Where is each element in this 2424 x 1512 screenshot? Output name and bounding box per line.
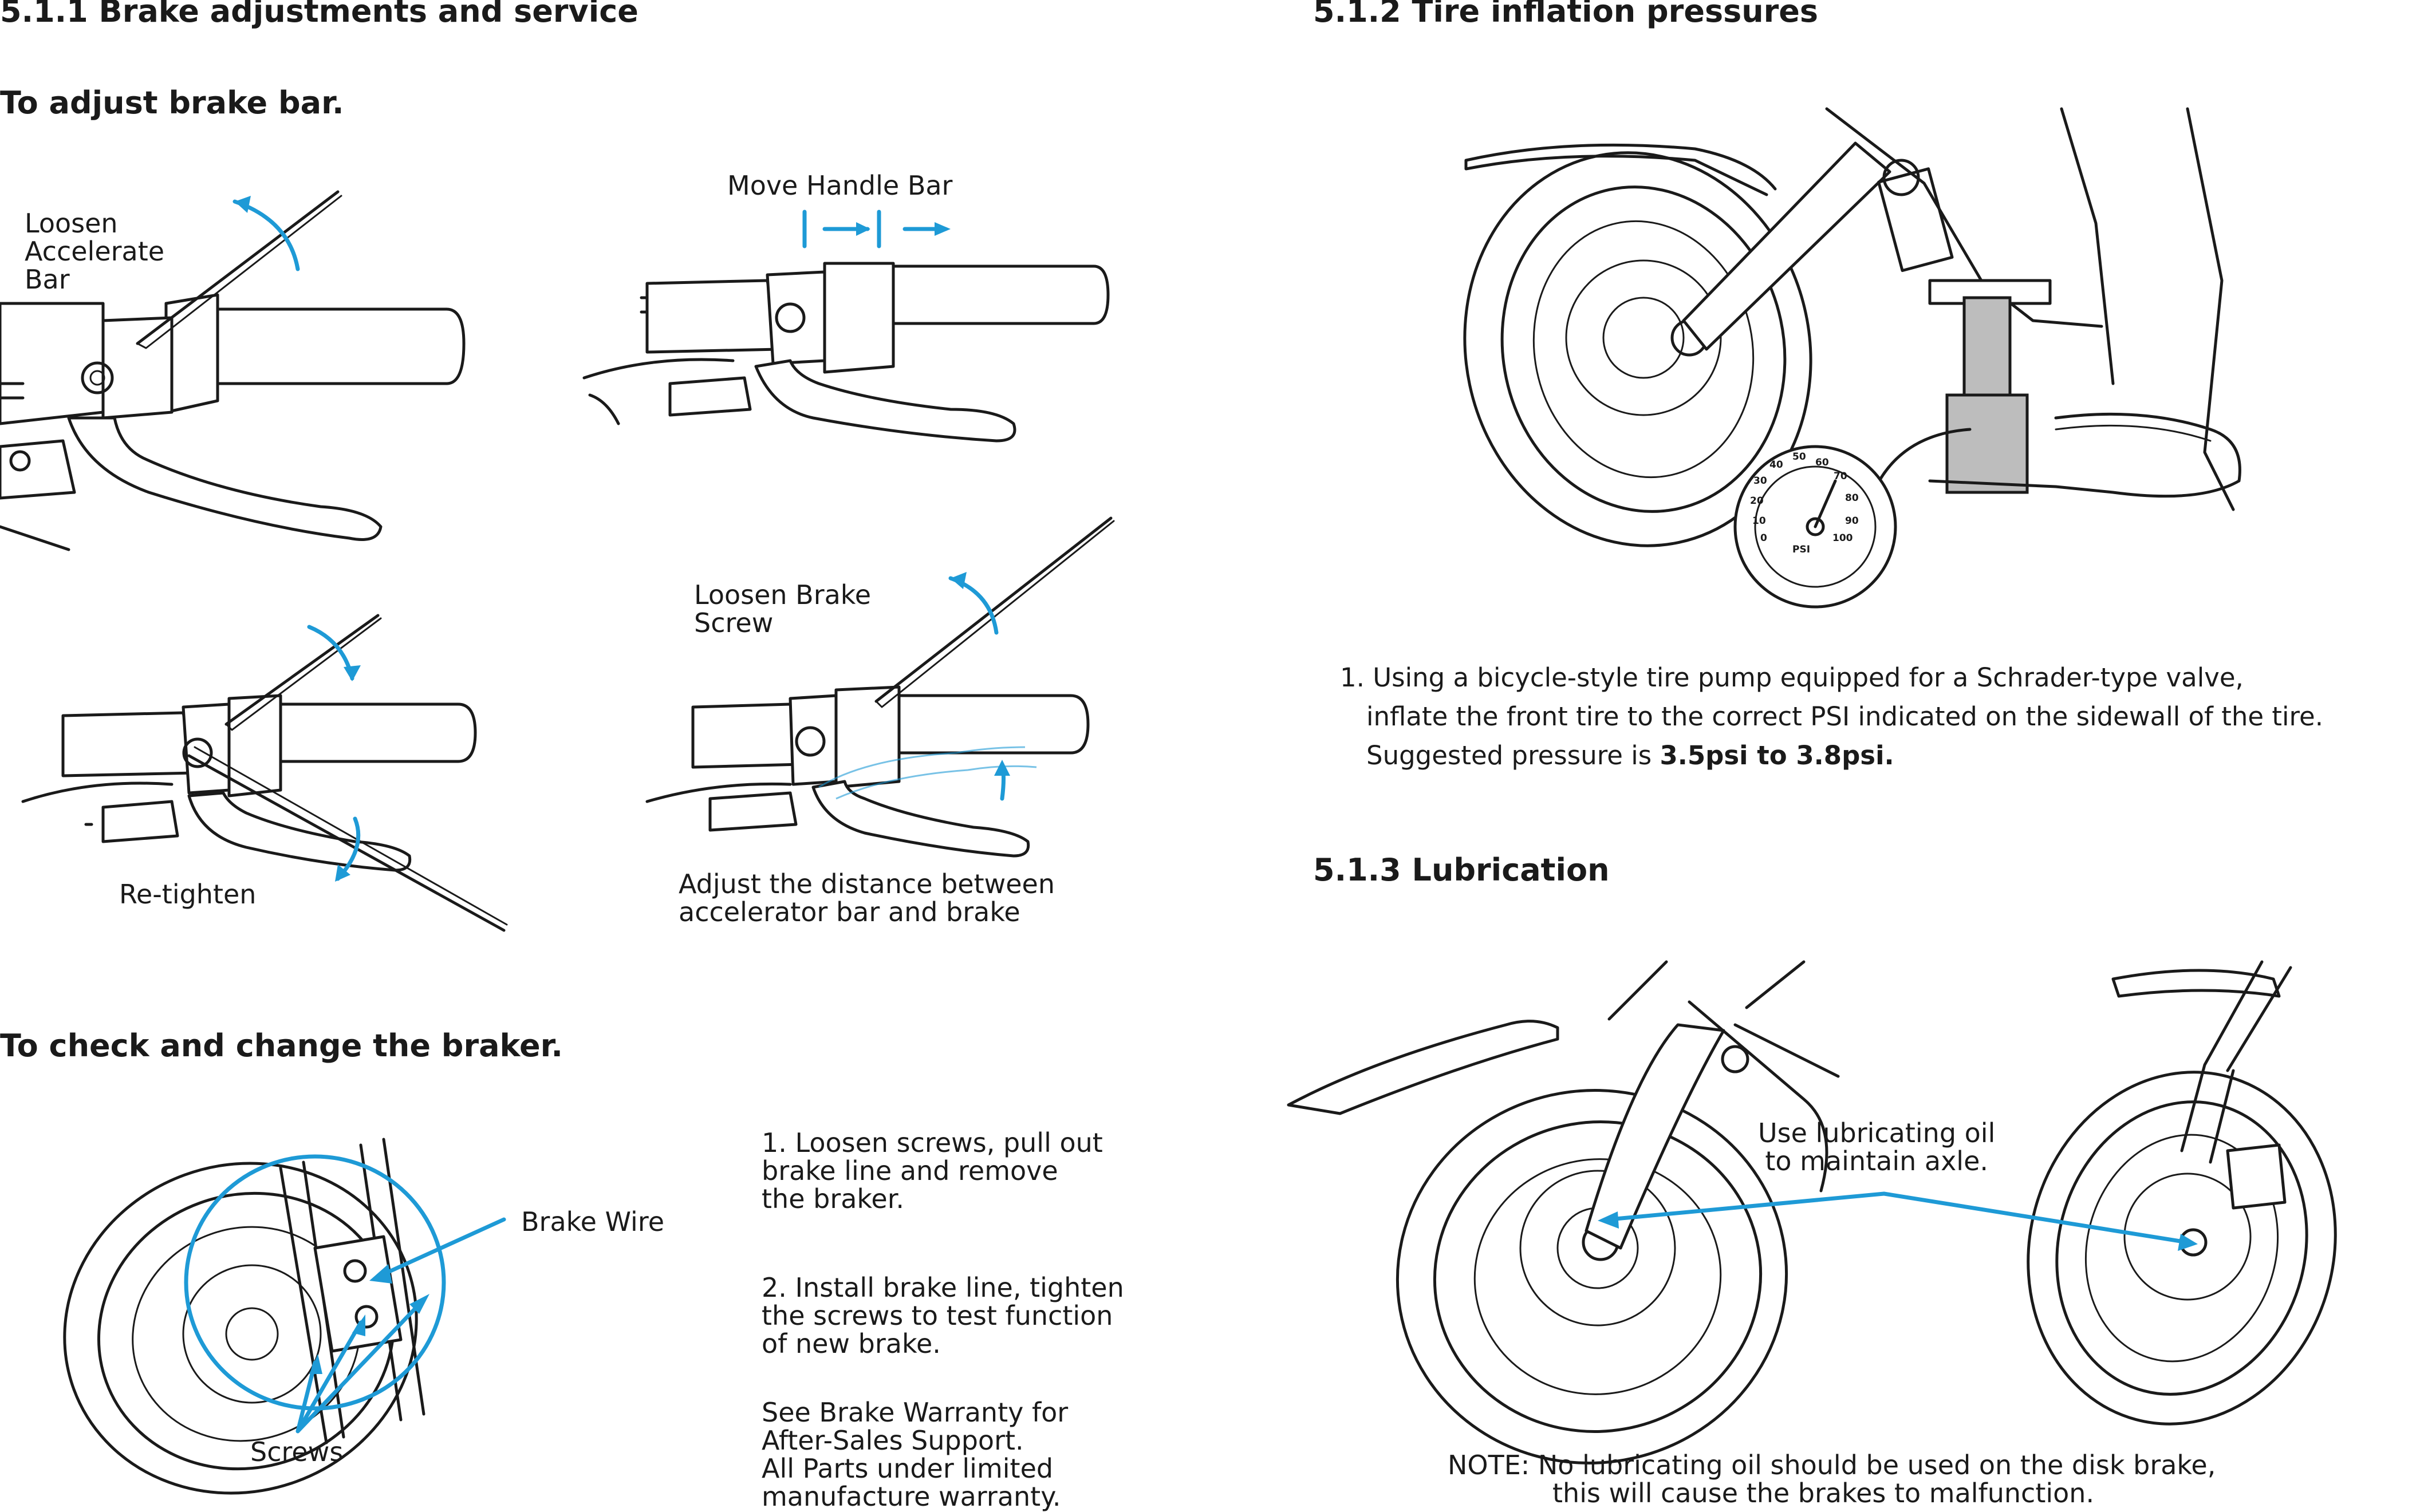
gauge-tick: 0 (1760, 532, 1767, 544)
note-line: NOTE: No lubricating oil should be used … (1448, 1450, 2216, 1481)
step-line: manufacture warranty. (762, 1481, 1061, 1512)
step-install-brake: 2. Install brake line, tighten the screw… (762, 1274, 1124, 1358)
tire-inflation-step: 1. Using a bicycle-style tire pump equip… (1340, 658, 2323, 775)
note-line: this will cause the brakes to malfunctio… (1552, 1478, 2095, 1509)
label-screws: Screws (250, 1436, 344, 1467)
label-loosen-brake-screw: Loosen Brake Screw (694, 581, 871, 637)
label-re-tighten: Re-tighten (119, 879, 257, 910)
label-line: Use lubricating oil (1758, 1118, 1996, 1148)
section-title-tire: 5.1.2 Tire inflation pressures (1313, 0, 1819, 29)
subtitle-adjust-brake: To adjust brake bar. (0, 85, 344, 121)
step-line: 1. Using a bicycle-style tire pump equip… (1340, 662, 2244, 693)
step-line: inflate the front tire to the correct PS… (1366, 701, 2323, 732)
step-line: 2. Install brake line, tighten (762, 1272, 1124, 1303)
step-remove-braker: 1. Loosen screws, pull out brake line an… (762, 1129, 1103, 1213)
label-line: to maintain axle. (1765, 1146, 1988, 1177)
gauge-unit: PSI (1792, 544, 1811, 555)
gauge-tick: 30 (1753, 475, 1767, 487)
step-line: the braker. (762, 1183, 905, 1214)
lever-illustration-loosen-screw (645, 516, 1115, 858)
section-title-lubrication: 5.1.3 Lubrication (1313, 852, 1610, 888)
label-line: accelerator bar and brake (679, 897, 1020, 927)
lever-illustration-move (582, 210, 1110, 443)
suggested-pressure: 3.5psi to 3.8psi. (1660, 740, 1894, 771)
section-title-brake: 5.1.1 Brake adjustments and service (0, 0, 638, 29)
gauge-tick: 100 (1832, 532, 1853, 544)
lever-illustration-loosen (0, 190, 466, 551)
step-line: brake line and remove (762, 1155, 1058, 1186)
step-line: the screws to test function (762, 1300, 1113, 1331)
step-line: of new brake. (762, 1328, 941, 1359)
gauge-tick: 20 (1750, 495, 1764, 507)
step-line: 1. Loosen screws, pull out (762, 1127, 1103, 1158)
label-brake-wire: Brake Wire (521, 1206, 665, 1237)
label-line: Accelerate (25, 236, 165, 267)
lubrication-illustration (1287, 960, 2337, 1464)
label-line: Loosen (25, 208, 118, 239)
pressure-gauge-labels: 0 10 20 30 40 50 60 70 80 90 100 PSI (1741, 447, 1901, 584)
tire-pump-illustration (1463, 107, 2241, 609)
label-lubricating-oil: Use lubricating oil to maintain axle. (1758, 1119, 1995, 1175)
gauge-tick: 80 (1845, 492, 1859, 504)
brake-caliper-illustration (63, 1138, 506, 1495)
gauge-tick: 70 (1834, 471, 1847, 482)
gauge-tick: 40 (1769, 459, 1783, 471)
gauge-tick: 60 (1815, 457, 1829, 468)
step-line-suggested: Suggested pressure is 3.5psi to 3.8psi. (1340, 736, 2323, 775)
step-line: All Parts under limited (762, 1453, 1054, 1484)
lever-illustration-retighten (21, 614, 508, 932)
step-line: After-Sales Support. (762, 1425, 1024, 1456)
label-adjust-distance: Adjust the distance between accelerator … (679, 870, 1055, 926)
subtitle-check-braker: To check and change the braker. (0, 1028, 563, 1064)
label-move-handle-bar: Move Handle Bar (727, 170, 953, 201)
label-line: Screw (694, 607, 774, 638)
label-line: Adjust the distance between (679, 868, 1055, 899)
label-line: Loosen Brake (694, 579, 872, 610)
gauge-tick: 10 (1752, 515, 1766, 527)
gauge-tick: 50 (1792, 451, 1806, 463)
gauge-tick: 90 (1845, 515, 1859, 527)
label-loosen-accelerate-bar: Loosen Accelerate Bar (25, 210, 164, 294)
label-line: Bar (25, 264, 70, 295)
step-line: See Brake Warranty for (762, 1397, 1069, 1428)
suggested-text: Suggested pressure is (1366, 740, 1660, 771)
lubrication-note: NOTE: No lubricating oil should be used … (1448, 1451, 2216, 1507)
warranty-note: See Brake Warranty for After-Sales Suppo… (762, 1399, 1068, 1511)
